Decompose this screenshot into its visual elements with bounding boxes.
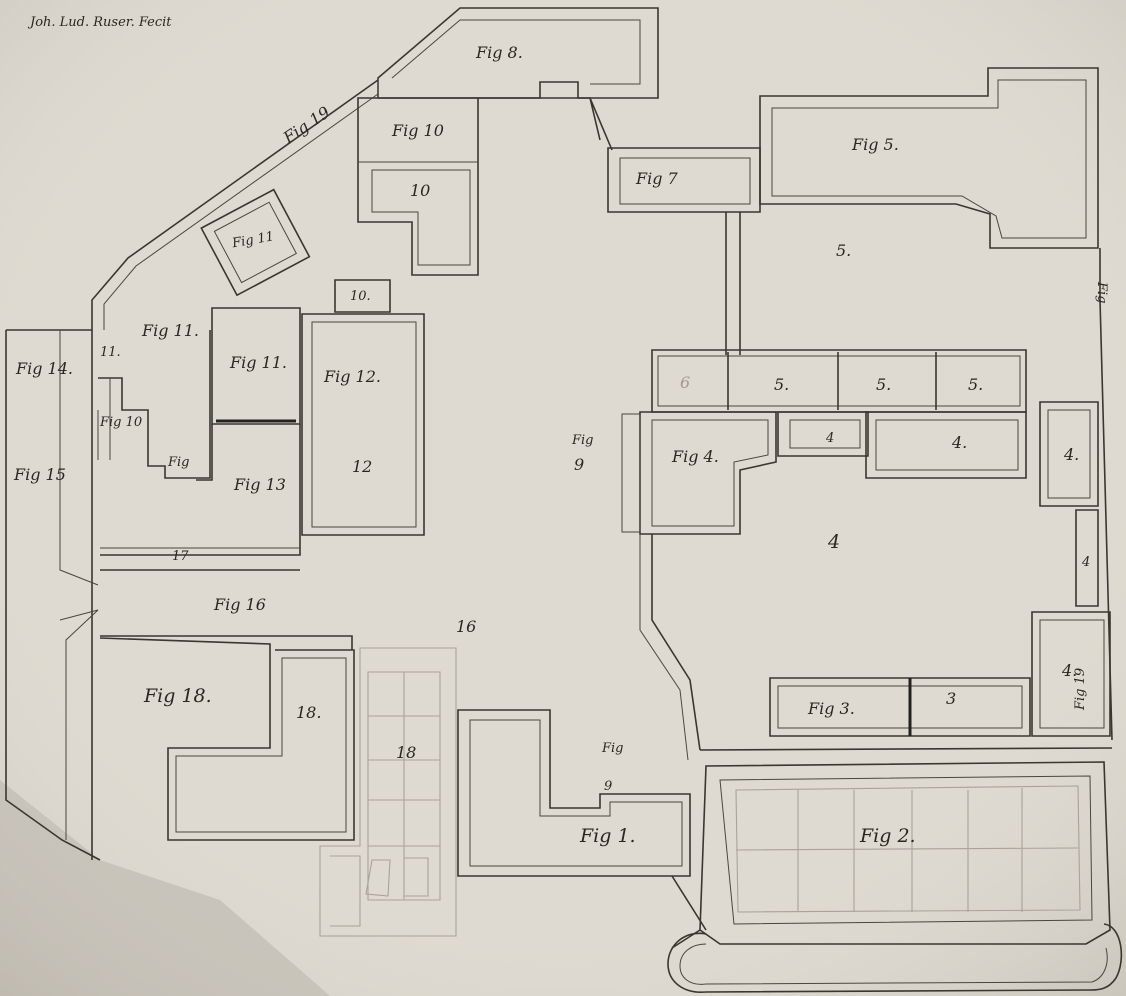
label-num4-main: 4 bbox=[827, 531, 840, 553]
label-fig1: Fig 1. bbox=[579, 825, 636, 847]
label-fig16: Fig 16 bbox=[213, 595, 266, 614]
label-num5-a: 5. bbox=[774, 375, 789, 394]
label-num11: 11. bbox=[100, 345, 121, 360]
label-fig5-side: Fig bbox=[1094, 281, 1109, 304]
label-num5-yard: 5. bbox=[836, 241, 851, 260]
label-num10-a: 10 bbox=[410, 181, 430, 200]
label-fig3: Fig 3. bbox=[807, 699, 855, 718]
draftsman-signature: Joh. Lud. Ruser. Fecit bbox=[27, 15, 172, 30]
label-fig19-right: Fig 19 bbox=[1073, 668, 1088, 711]
label-num12: 12 bbox=[352, 457, 372, 476]
label-fig-small: Fig bbox=[167, 455, 190, 470]
label-fig14: Fig 14. bbox=[15, 359, 73, 378]
label-fig7: Fig 7 bbox=[635, 169, 679, 188]
room-labels: Fig 8. Fig 19 Fig 10 10 10. Fig 7 Fig 5.… bbox=[13, 43, 1109, 847]
label-num4-a: 4 bbox=[825, 431, 834, 446]
label-fig2: Fig 2. bbox=[859, 825, 916, 847]
label-fig5: Fig 5. bbox=[851, 135, 899, 154]
label-fig11-b: Fig 11. bbox=[229, 353, 287, 372]
label-fig9b-fig: Fig bbox=[601, 741, 624, 756]
label-fig13: Fig 13 bbox=[233, 475, 286, 494]
label-fig11-box: Fig 11 bbox=[230, 229, 275, 251]
label-num4-c: 4. bbox=[1063, 445, 1079, 464]
label-num16: 16 bbox=[456, 617, 476, 636]
label-num18-a: 18. bbox=[296, 703, 321, 722]
label-fig8: Fig 8. bbox=[475, 43, 523, 62]
label-fig10-top: Fig 10 bbox=[391, 121, 444, 140]
label-num5-c: 5. bbox=[968, 375, 983, 394]
label-num3: 3 bbox=[946, 689, 956, 708]
label-num4-d: 4 bbox=[1081, 555, 1090, 570]
label-num18-b: 18 bbox=[396, 743, 416, 762]
label-num4-b: 4. bbox=[951, 433, 967, 452]
label-fig12: Fig 12. bbox=[323, 367, 381, 386]
label-fig9b-num: 9 bbox=[604, 779, 612, 794]
label-fig9-fig: Fig bbox=[571, 433, 594, 448]
label-fig10-small: Fig 10 bbox=[99, 415, 142, 430]
label-num17: 17 bbox=[172, 549, 189, 564]
label-num4-e: 4. bbox=[1061, 661, 1077, 680]
label-fig18: Fig 18. bbox=[143, 685, 212, 707]
walls bbox=[5, 7, 1123, 993]
label-num6: 6 bbox=[680, 373, 690, 392]
label-num10-b: 10. bbox=[350, 289, 371, 304]
label-fig15: Fig 15 bbox=[13, 465, 66, 484]
label-num5-b: 5. bbox=[876, 375, 891, 394]
label-fig11-a: Fig 11. bbox=[141, 321, 199, 340]
label-fig4: Fig 4. bbox=[671, 447, 719, 466]
label-fig9-num: 9 bbox=[574, 455, 584, 474]
